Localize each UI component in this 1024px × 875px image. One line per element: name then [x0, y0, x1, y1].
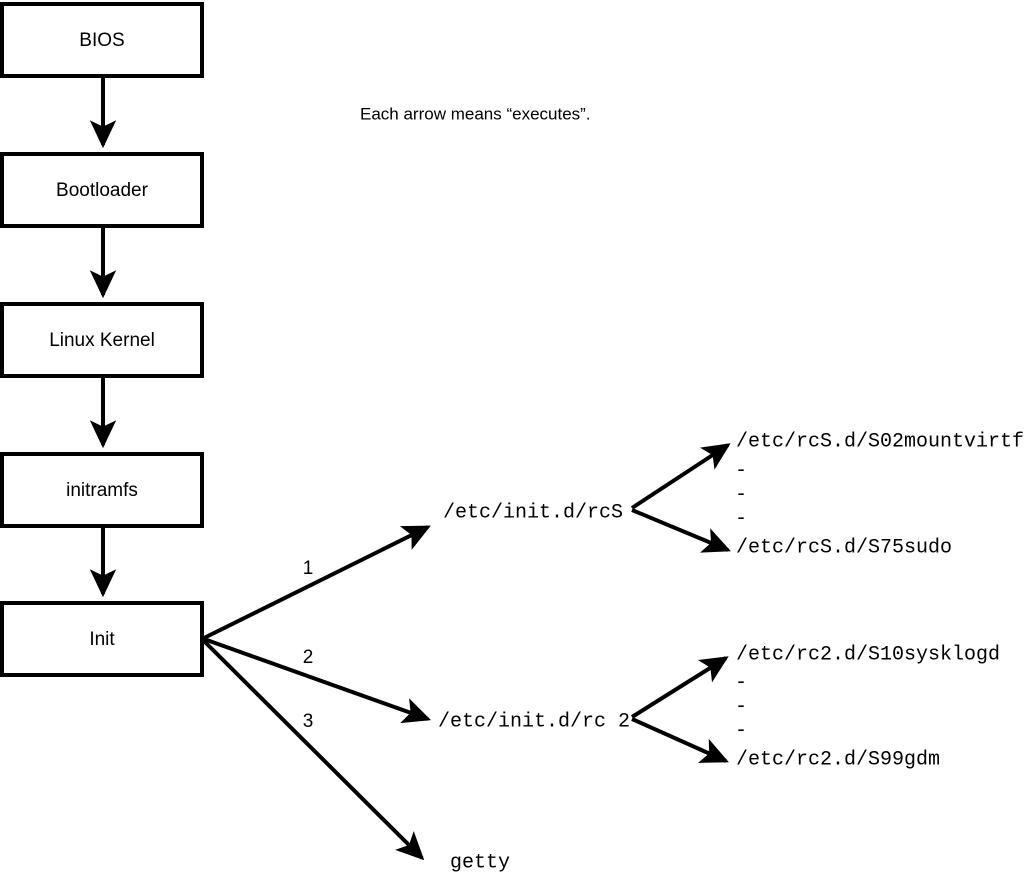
node-linux-kernel-label: Linux Kernel: [49, 330, 155, 351]
node-initramfs-rect: [0, 452, 204, 528]
node-init-rect: [0, 601, 204, 677]
rc2-ellipsis-dash-3: -: [735, 719, 747, 742]
rcs-ellipsis-dash-1: -: [735, 459, 747, 482]
rc2-branch-group: /etc/rc2.d/S10sysklogd - - - /etc/rc2.d/…: [630, 643, 1000, 771]
label-getty[interactable]: getty: [450, 851, 510, 874]
rcs-ellipsis-dash-2: -: [735, 483, 747, 506]
arrow-rcs-to-last-script: [631, 508, 731, 553]
node-initramfs[interactable]: initramfs: [0, 452, 204, 528]
node-init[interactable]: Init: [0, 601, 204, 677]
arrow-rcs-to-first-script: [630, 443, 731, 510]
label-rc2-last-script[interactable]: /etc/rc2.d/S99gdm: [736, 748, 940, 771]
rcs-ellipsis-dash-3: -: [735, 507, 747, 530]
label-init-d-rcs[interactable]: /etc/init.d/rcS: [443, 501, 623, 524]
label-init-d-rc2[interactable]: /etc/init.d/rc 2: [438, 710, 630, 733]
label-rcs-first-script[interactable]: /etc/rcS.d/S02mountvirtfs: [736, 430, 1024, 453]
arrow-label-3: 3: [303, 711, 314, 732]
arrow-label-1: 1: [303, 558, 314, 579]
node-bootloader-label: Bootloader: [56, 180, 149, 201]
label-rcs-last-script[interactable]: /etc/rcS.d/S75sudo: [736, 536, 952, 559]
caption-text: Each arrow means “executes”.: [360, 104, 591, 123]
arrow-init-to-getty: [202, 639, 425, 861]
label-rc2-first-script[interactable]: /etc/rc2.d/S10sysklogd: [736, 643, 1000, 666]
rcs-branch-group: /etc/rcS.d/S02mountvirtfs - - - /etc/rcS…: [630, 430, 1024, 559]
arrow-rc2-to-first-script: [630, 656, 729, 719]
node-initramfs-label: initramfs: [66, 480, 138, 501]
arrow-init-to-rc2: [203, 637, 432, 724]
rc2-ellipsis-dash-2: -: [735, 695, 747, 718]
rc2-ellipsis-dash-1: -: [735, 671, 747, 694]
arrow-label-2: 2: [303, 647, 314, 668]
arrow-init-to-rcs: [203, 525, 431, 640]
node-bootloader[interactable]: Bootloader: [0, 152, 204, 228]
node-bios[interactable]: BIOS: [0, 2, 204, 78]
node-init-label: Init: [89, 629, 115, 650]
node-linux-kernel[interactable]: Linux Kernel: [0, 302, 204, 378]
boot-chain-group: BIOS Bootloader Linux Kernel initramfs I…: [0, 2, 204, 677]
arrow-rc2-to-last-script: [631, 717, 729, 763]
init-fanout-group: 1 2 3: [202, 525, 432, 861]
node-bios-label: BIOS: [79, 30, 124, 51]
node-bios-rect: [0, 2, 204, 78]
